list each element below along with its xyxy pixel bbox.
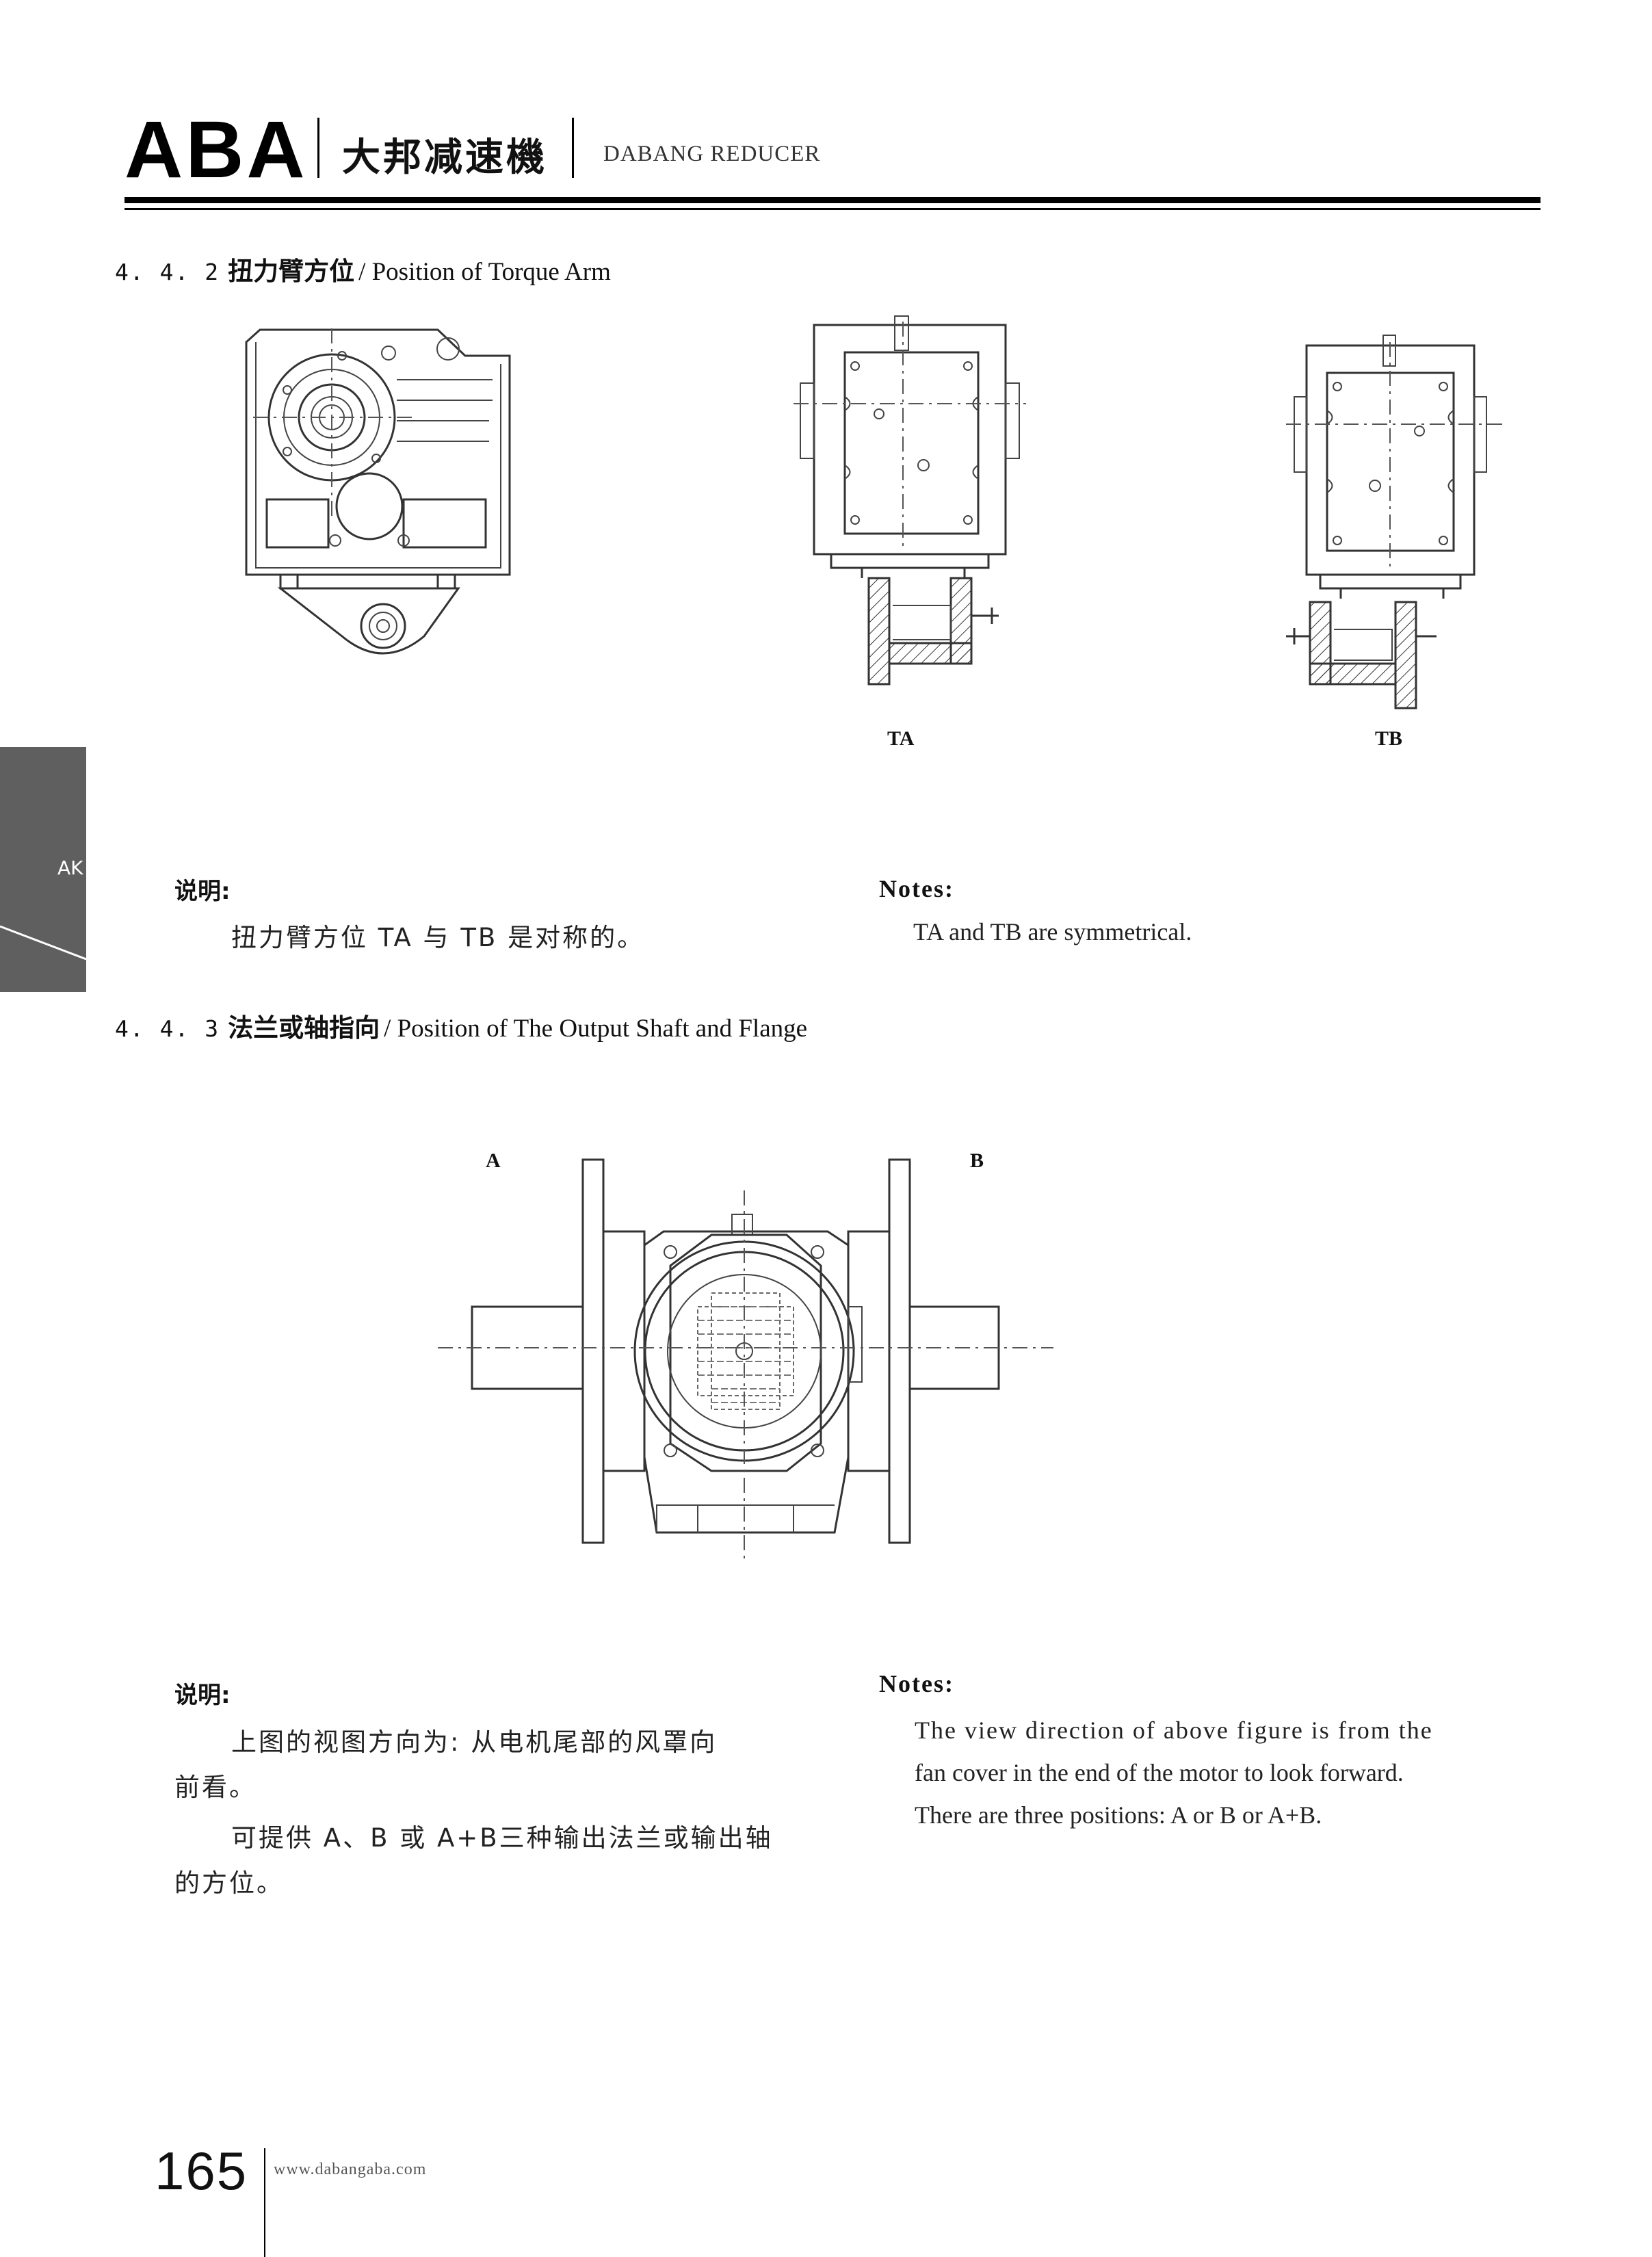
- label-b: B: [970, 1149, 984, 1172]
- note-line-cn: 上图的视图方向为: 从电机尾部的风罩向: [231, 1727, 718, 1757]
- note-text-en: TA and TB are symmetrical.: [913, 918, 1192, 945]
- section-number: 4. 4. 2: [115, 259, 220, 285]
- note-line-en: The view direction of above figure is fr…: [915, 1717, 1433, 1744]
- brand-name-en: DABANG REDUCER: [603, 142, 821, 166]
- notes-heading-cn: 说明:: [174, 878, 231, 905]
- note-line-cn: 前看。: [174, 1773, 257, 1802]
- notes-heading-cn-2: 说明:: [174, 1682, 231, 1709]
- section-title-en: / Position of Torque Arm: [358, 258, 611, 286]
- torque-arm-tb-drawing: [1286, 335, 1505, 709]
- section-title-cn: 法兰或轴指向: [228, 1013, 380, 1043]
- section-heading-output-shaft: 4. 4. 3 法兰或轴指向/ Position of The Output Sh…: [115, 1007, 807, 1044]
- note-line-en: There are three positions: A or B or A+B…: [915, 1801, 1322, 1829]
- note-line-cn: 可提供 A、B 或 A+B三种输出法兰或输出轴: [231, 1823, 773, 1853]
- header-rule-thin: [124, 208, 1540, 210]
- footer-url: www.dabangaba.com: [274, 2161, 427, 2178]
- brand-name-cn: 大邦减速機: [342, 135, 547, 180]
- section-heading-torque-arm: 4. 4. 2 扭力臂方位/ Position of Torque Arm: [115, 250, 611, 287]
- side-tab: [0, 747, 86, 992]
- label-a: A: [486, 1149, 501, 1172]
- header-divider: [317, 118, 319, 178]
- page-number: 165: [155, 2141, 248, 2201]
- brand-logo: ABA: [124, 105, 308, 195]
- fan-cover-grille: [697, 1292, 794, 1410]
- header-divider: [572, 118, 574, 178]
- notes-heading-en-2: Notes:: [879, 1670, 954, 1697]
- label-tb: TB: [1375, 727, 1403, 750]
- notes-heading-en: Notes:: [879, 875, 954, 902]
- torque-arm-ta-drawing: [794, 315, 1026, 686]
- section-title-cn: 扭力臂方位: [228, 257, 355, 286]
- label-ta: TA: [887, 727, 915, 750]
- footer-divider: [264, 2148, 265, 2257]
- note-line-cn: 的方位。: [174, 1868, 284, 1898]
- gearbox-side-view-drawing: [245, 328, 511, 655]
- side-tab-label: AK: [57, 857, 83, 879]
- section-number: 4. 4. 3: [115, 1015, 220, 1042]
- note-line-en: fan cover in the end of the motor to loo…: [915, 1759, 1404, 1786]
- note-text-cn: 扭力臂方位 TA 与 TB 是对称的。: [231, 923, 645, 952]
- output-shaft-flange-drawing: [438, 1158, 1053, 1560]
- section-title-en: / Position of The Output Shaft and Flang…: [384, 1015, 808, 1043]
- header-rule: [124, 197, 1540, 203]
